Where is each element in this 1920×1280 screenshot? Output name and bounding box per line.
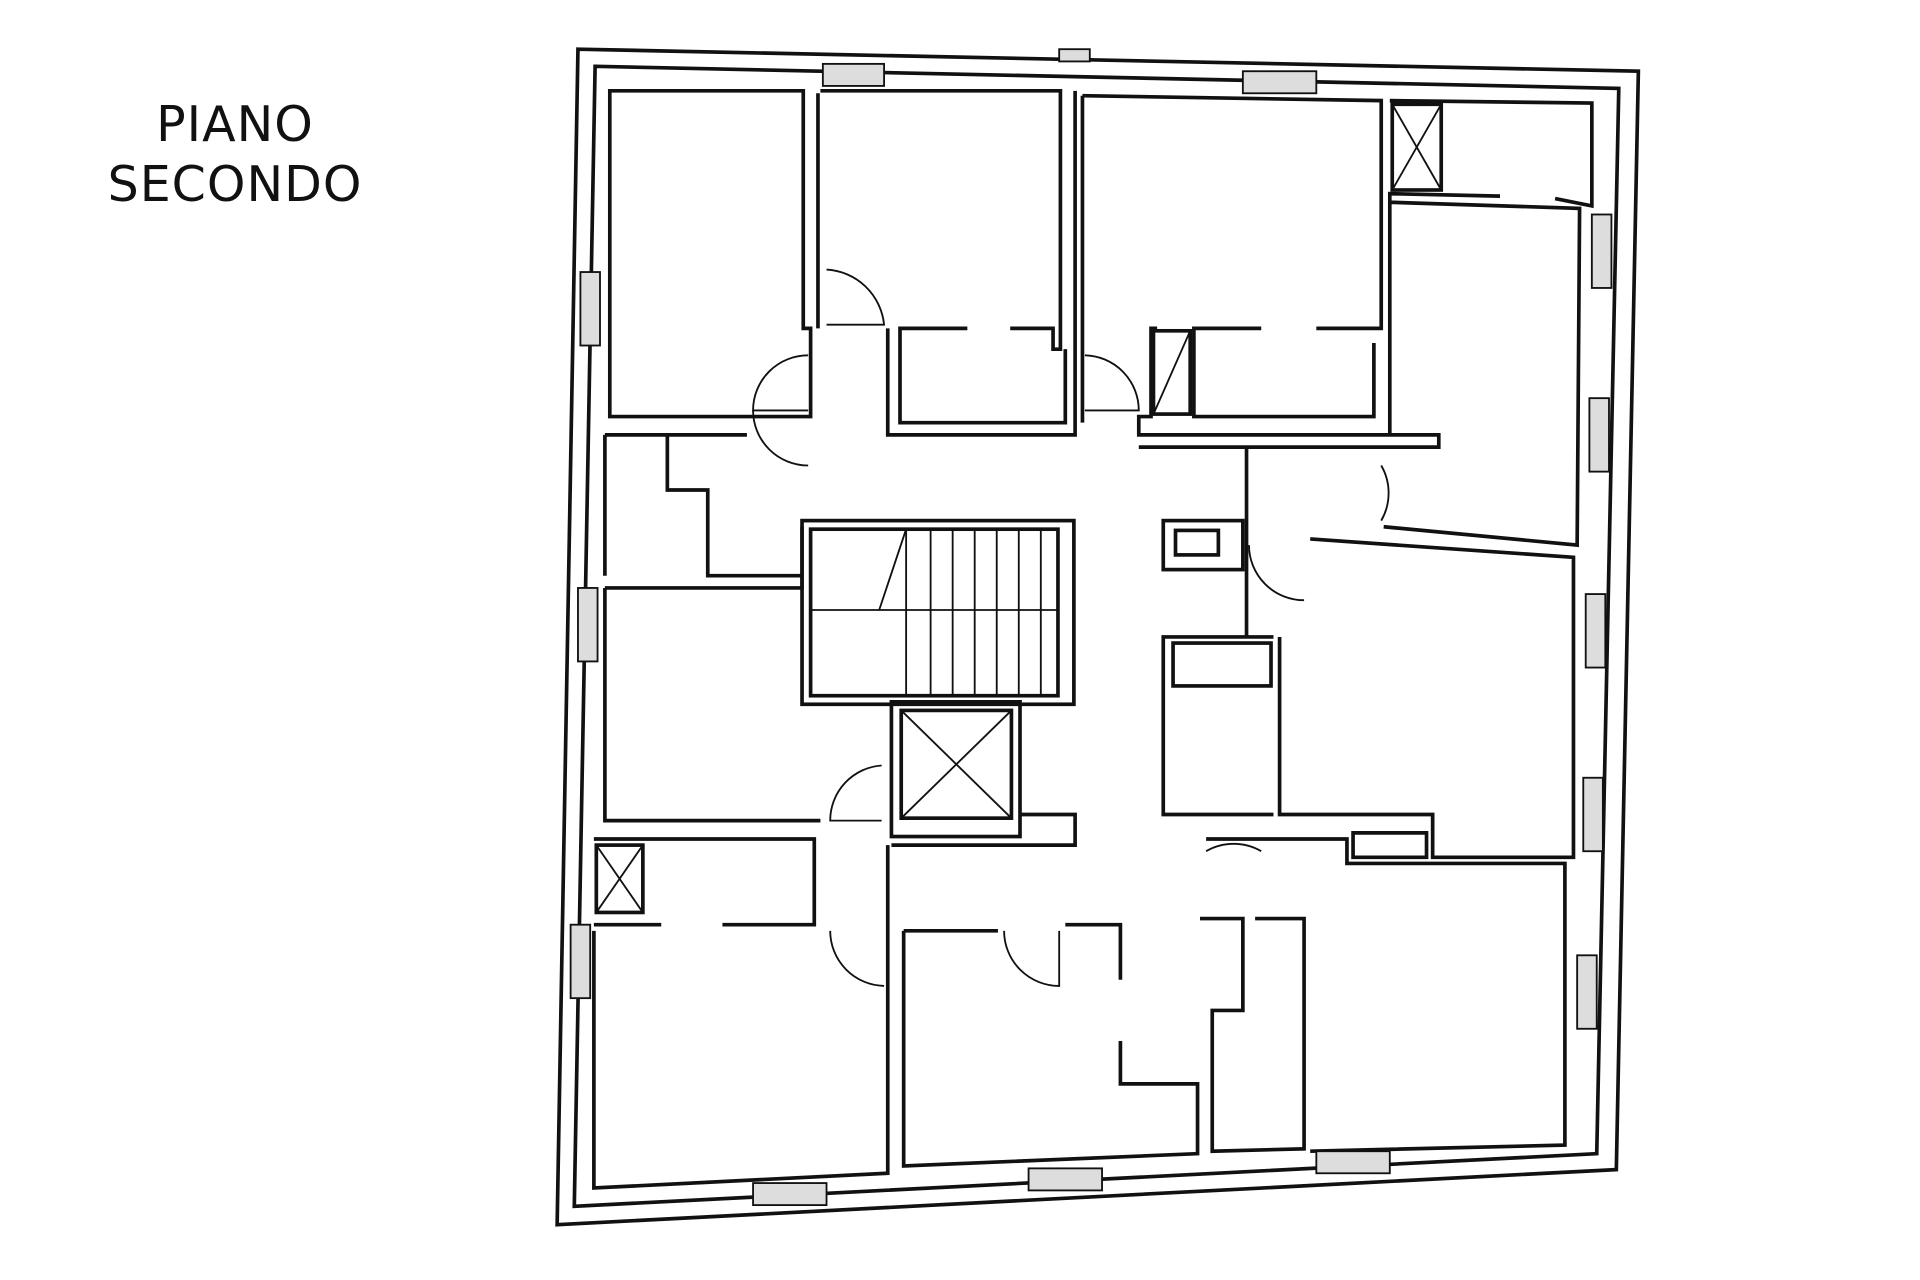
room-right-middle xyxy=(1161,447,1576,860)
floor-title: PIANO SECONDO xyxy=(95,95,375,215)
shaft-central xyxy=(1161,518,1245,572)
elevator-shaft xyxy=(889,700,1022,839)
shaft-bottom-left xyxy=(594,843,645,915)
floor-title-line2: SECONDO xyxy=(107,156,363,213)
floor-title-line1: PIANO xyxy=(156,96,314,153)
stair-treads xyxy=(810,528,1058,696)
shaft-central-inner xyxy=(1173,528,1221,557)
room-top-2-bath xyxy=(885,90,1077,437)
shaft-top-right xyxy=(1390,102,1444,192)
room-bottom-right xyxy=(1206,831,1567,1154)
room-left-middle xyxy=(603,433,821,823)
shaft-right xyxy=(1171,641,1273,688)
elevator-car xyxy=(899,708,1014,820)
shaft-cross xyxy=(595,844,644,913)
outer-wall-inner xyxy=(572,64,1621,1209)
shaft-top-3 xyxy=(1151,328,1193,416)
stairwell xyxy=(800,518,1076,707)
doors xyxy=(752,268,1390,987)
room-top-right xyxy=(1383,98,1594,548)
stairwell-inner xyxy=(808,527,1060,698)
room-top-3 xyxy=(1082,93,1441,449)
room-top-left xyxy=(607,88,813,419)
shaft-cross xyxy=(1391,103,1443,191)
outer-wall-outer xyxy=(555,47,1641,1227)
room-bottom-left xyxy=(592,837,890,1190)
room-top-2 xyxy=(820,88,1068,425)
elevator-wall xyxy=(891,812,1077,847)
elevator-cross xyxy=(900,709,1013,819)
windows xyxy=(569,48,1613,1207)
shaft-cross xyxy=(1152,330,1192,415)
room-bottom-center xyxy=(901,916,1306,1168)
